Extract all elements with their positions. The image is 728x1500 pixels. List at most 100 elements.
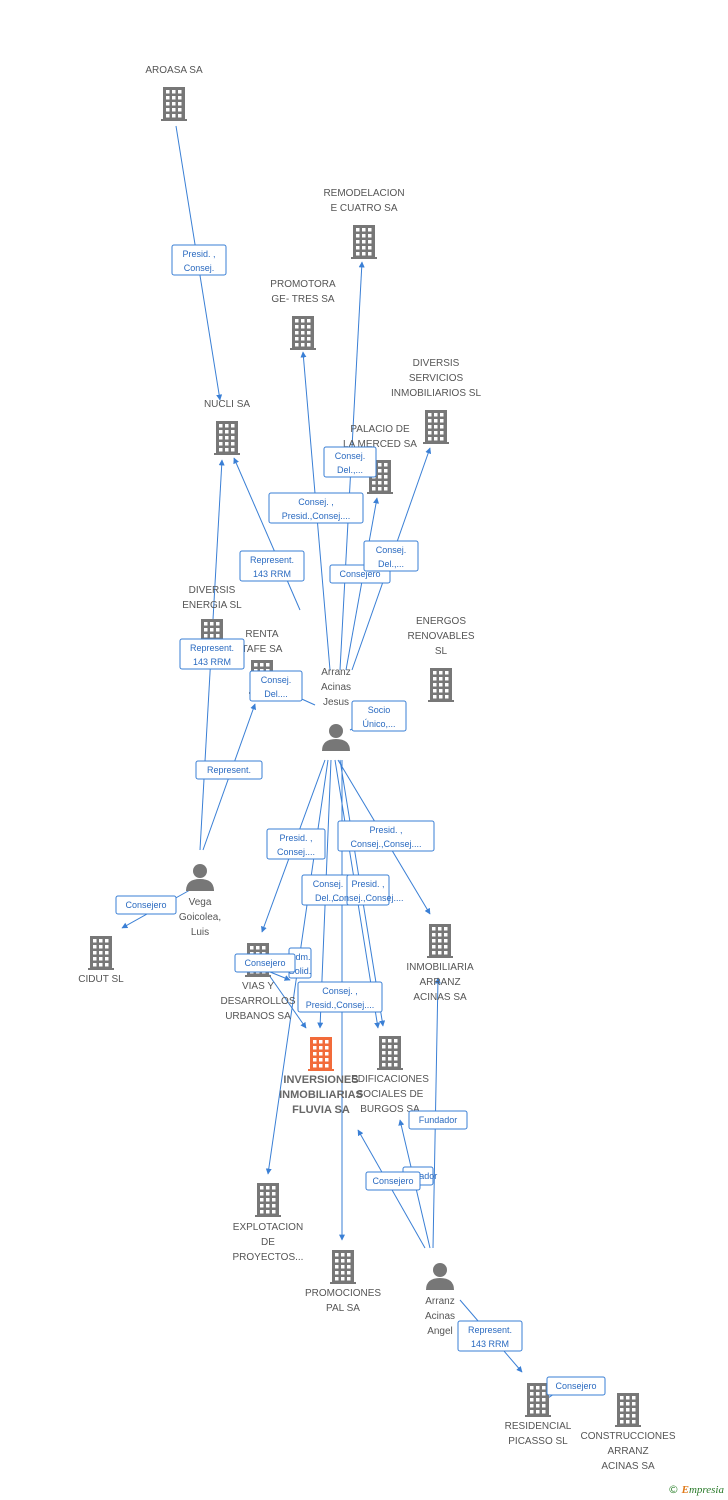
edge-label[interactable]: SocioÚnico,...: [351, 700, 407, 732]
edge-label[interactable]: Consejero: [365, 1171, 421, 1191]
edge-label-box: [323, 446, 377, 478]
edge-label-box: [337, 820, 435, 852]
node-aroasa[interactable]: AROASA SA: [145, 65, 203, 121]
node-nucli[interactable]: NUCLI SA: [204, 399, 250, 455]
edge-label[interactable]: Represent.: [195, 760, 263, 780]
building-icon[interactable]: [427, 924, 453, 958]
node-label: REMODELACION: [323, 188, 404, 199]
node-label: ARRANZ: [607, 1446, 648, 1457]
node-label: INMOBILIARIOS SL: [391, 388, 481, 399]
node-label: Angel: [427, 1326, 453, 1337]
node-label: Arranz: [425, 1296, 454, 1307]
building-icon[interactable]: [423, 410, 449, 444]
edge-label[interactable]: Presid. ,Consej.,Consej....: [337, 820, 435, 852]
node-label: Vega: [189, 897, 212, 908]
building-icon[interactable]: [525, 1383, 551, 1417]
node-label: DIVERSIS: [189, 585, 236, 596]
edge-label[interactable]: Consej. ,Presid.,Consej....: [268, 492, 364, 524]
node-cidut[interactable]: CIDUT SL: [78, 936, 124, 985]
person-icon[interactable]: [322, 724, 350, 751]
node-label: Acinas: [321, 682, 351, 693]
edge-label-box: [546, 1376, 606, 1396]
building-icon[interactable]: [428, 668, 454, 702]
node-label: FLUVIA SA: [292, 1104, 350, 1116]
node-label: PAL SA: [326, 1303, 360, 1314]
edge-label[interactable]: Presid. ,Consej.: [171, 244, 227, 276]
building-icon[interactable]: [88, 936, 114, 970]
node-label: E CUATRO SA: [330, 203, 397, 214]
node-remodelacion[interactable]: REMODELACION E CUATRO SA: [323, 188, 405, 259]
node-label: RESIDENCIAL: [505, 1421, 572, 1432]
node-label: Goicolea,: [179, 912, 221, 923]
brand-footer: © Empresia: [668, 1483, 724, 1496]
edge-label[interactable]: Represent.143 RRM: [457, 1320, 523, 1352]
node-label: ENERGIA SL: [182, 600, 242, 611]
edge-label-text: Consej.: [313, 879, 344, 889]
edge-label[interactable]: Consej.Del....: [249, 670, 303, 702]
node-label: PALACIO DE: [350, 424, 410, 435]
edge-label-box: [115, 895, 177, 915]
node-label: INMOBILIARIAS: [279, 1089, 363, 1101]
building-icon[interactable]: [615, 1393, 641, 1427]
edge-label[interactable]: Represent.143 RRM: [179, 638, 245, 670]
node-label: CIDUT SL: [78, 974, 124, 985]
node-explotacion[interactable]: EXPLOTACIONDEPROYECTOS...: [233, 1183, 304, 1263]
edge-label-text: Consej....: [277, 847, 315, 857]
edge-label[interactable]: Consej. ,Presid.,Consej....: [297, 981, 383, 1013]
building-icon[interactable]: [351, 225, 377, 259]
node-label: Jesus: [323, 697, 349, 708]
edge-label-text: Consejero: [339, 569, 380, 579]
edge-label-box: [457, 1320, 523, 1352]
node-label: AROASA SA: [145, 65, 203, 76]
node-label: LA MERCED SA: [343, 439, 417, 450]
edge-label[interactable]: Consej.Del.,...: [323, 446, 377, 478]
edge-label[interactable]: Consej.Del.,...: [301, 874, 355, 906]
edge-label-text: Presid. ,: [182, 249, 215, 259]
edge-label[interactable]: Fundador: [408, 1110, 468, 1130]
building-icon[interactable]: [377, 1036, 403, 1070]
building-icon[interactable]: [290, 316, 316, 350]
person-icon[interactable]: [186, 864, 214, 891]
edge-label[interactable]: Represent.143 RRM: [239, 550, 305, 582]
node-label: VIAS Y: [242, 981, 274, 992]
building-icon[interactable]: [330, 1250, 356, 1284]
building-icon[interactable]: [161, 87, 187, 121]
node-label: PROMOTORA: [270, 279, 336, 290]
edge-label-text: 143 RRM: [471, 1339, 509, 1349]
person-icon[interactable]: [426, 1263, 454, 1290]
edge-label[interactable]: Consejero: [234, 953, 296, 973]
edge-label-text: Fundador: [419, 1115, 458, 1125]
node-label: Arranz: [321, 667, 350, 678]
edge-label-text: Consej.: [335, 451, 366, 461]
edge-label-text: Consej.: [376, 545, 407, 555]
edge-label-box: [268, 492, 364, 524]
edge-label-text: Consej. ,: [322, 986, 358, 996]
edge-label[interactable]: Presid. ,Consej.,Consej....: [332, 874, 404, 906]
node-label: URBANOS SA: [225, 1011, 291, 1022]
edge-label[interactable]: Consej. Del.,...: [363, 540, 419, 572]
building-icon[interactable]: [214, 421, 240, 455]
edge-label-box: [266, 828, 326, 860]
edge-label-text: Del.,...: [378, 559, 404, 569]
edge-label[interactable]: Consejero: [115, 895, 177, 915]
building-icon[interactable]: [308, 1037, 334, 1071]
edge-label[interactable]: Presid. ,Consej....: [266, 828, 326, 860]
node-label: DE: [261, 1237, 275, 1248]
edge-label[interactable]: Consejero: [546, 1376, 606, 1396]
edge-label-text: Represent.: [250, 555, 294, 565]
edge-line: [233, 457, 301, 611]
building-icon[interactable]: [255, 1183, 281, 1217]
edge-label-box: [351, 700, 407, 732]
